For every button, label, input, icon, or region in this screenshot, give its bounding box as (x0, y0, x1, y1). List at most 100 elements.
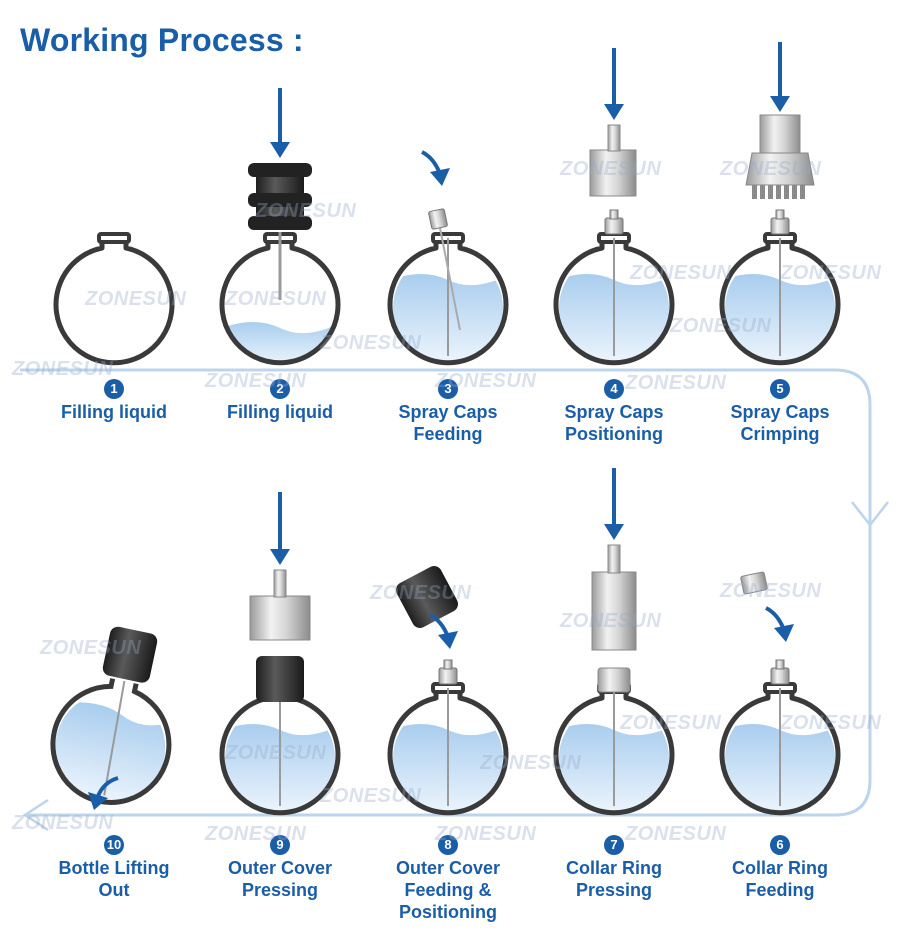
step-number-badge: 7 (604, 835, 624, 855)
crimp-finger (752, 185, 757, 199)
step-number-badge: 8 (438, 835, 458, 855)
crimp-head (759, 114, 801, 154)
bottle-outline (387, 690, 509, 816)
bottle (53, 232, 175, 366)
collar-ring (740, 571, 768, 595)
lift-arrow-curve (96, 776, 119, 797)
pressing-rod (273, 569, 287, 598)
pump-actuator (443, 659, 453, 670)
press-arrow-icon (604, 104, 624, 120)
bottle (387, 659, 509, 816)
step-text: Out (98, 880, 130, 900)
step-text: Bottle Lifting (58, 858, 170, 878)
outer-cover (396, 566, 458, 628)
step-text: Pressing (575, 880, 653, 900)
bottle-outline (719, 240, 841, 366)
step-number-badge: 4 (604, 379, 624, 399)
page-title: Working Process : (20, 22, 304, 58)
spray-pump (438, 667, 458, 685)
step-text: Positioning (399, 902, 497, 922)
step-number-badge: 2 (270, 379, 290, 399)
feed-arrow-icon (774, 624, 794, 642)
crimp-jaws (745, 152, 815, 186)
spray-pump (770, 667, 790, 685)
press-arrow-icon (270, 142, 290, 158)
crimp-finger (784, 185, 789, 199)
bottle-outline (53, 240, 175, 366)
filling-head-ring (248, 216, 312, 230)
crimp-finger (800, 185, 805, 199)
bottle (553, 209, 675, 366)
outer-cover (102, 626, 158, 683)
step-number-badge: 10 (104, 835, 124, 855)
lift-arrow-icon (88, 792, 108, 810)
step-number-badge: 5 (770, 379, 790, 399)
step-number-badge: 3 (438, 379, 458, 399)
collar-ring (597, 667, 631, 693)
step-text: Filling liquid (227, 402, 333, 422)
bottle (719, 209, 841, 366)
bottle-neck (97, 232, 131, 244)
bottle (219, 682, 341, 816)
bottle-outline (219, 240, 341, 366)
bottle-outline (387, 240, 509, 366)
feed-arrow-icon (438, 631, 458, 649)
outer-cover (256, 656, 304, 702)
crimp-finger (760, 185, 765, 199)
step-number-badge: 6 (770, 835, 790, 855)
bottle-outline (553, 690, 675, 816)
flow-line (20, 368, 872, 817)
bottle-outline (719, 690, 841, 816)
crimp-finger (776, 185, 781, 199)
step-text: Crimping (740, 424, 820, 444)
step-text: Spray Caps (730, 402, 830, 422)
crimp-finger (792, 185, 797, 199)
step-text: Filling liquid (61, 402, 167, 422)
dip-tube (439, 227, 461, 331)
press-arrow-icon (770, 96, 790, 112)
step-number-badge: 9 (270, 835, 290, 855)
pump-actuator (775, 659, 785, 670)
step-text: Outer Cover (227, 858, 333, 878)
pressing-head (249, 595, 311, 641)
bottle-outline (553, 240, 675, 366)
step-text: Collar Ring (731, 858, 828, 878)
step-number-badge: 1 (104, 379, 124, 399)
step-text: Collar Ring (565, 858, 662, 878)
crimp-rod (607, 124, 621, 152)
feed-arrow-icon (430, 168, 450, 186)
step-text: Positioning (565, 424, 663, 444)
pressing-rod (607, 544, 621, 574)
step-text: Spray Caps (564, 402, 664, 422)
spray-pump (770, 217, 790, 235)
step-text: Feeding (745, 880, 815, 900)
spray-pump (428, 208, 448, 230)
press-arrow-icon (270, 549, 290, 565)
bottle-outline (219, 690, 341, 816)
pressing-head (591, 571, 637, 651)
bottle (719, 659, 841, 816)
filling-head-ring (248, 163, 312, 177)
step-text: Spray Caps (398, 402, 498, 422)
step-text: Feeding & (404, 880, 492, 900)
spray-pump (604, 217, 624, 235)
step-text: Pressing (241, 880, 319, 900)
filling-head-ring (248, 193, 312, 207)
crimp-finger (768, 185, 773, 199)
dip-tube (103, 680, 126, 796)
press-arrow-icon (604, 524, 624, 540)
lifted-bottle (45, 626, 176, 813)
crimp-head (589, 149, 637, 197)
bottle (387, 232, 509, 366)
